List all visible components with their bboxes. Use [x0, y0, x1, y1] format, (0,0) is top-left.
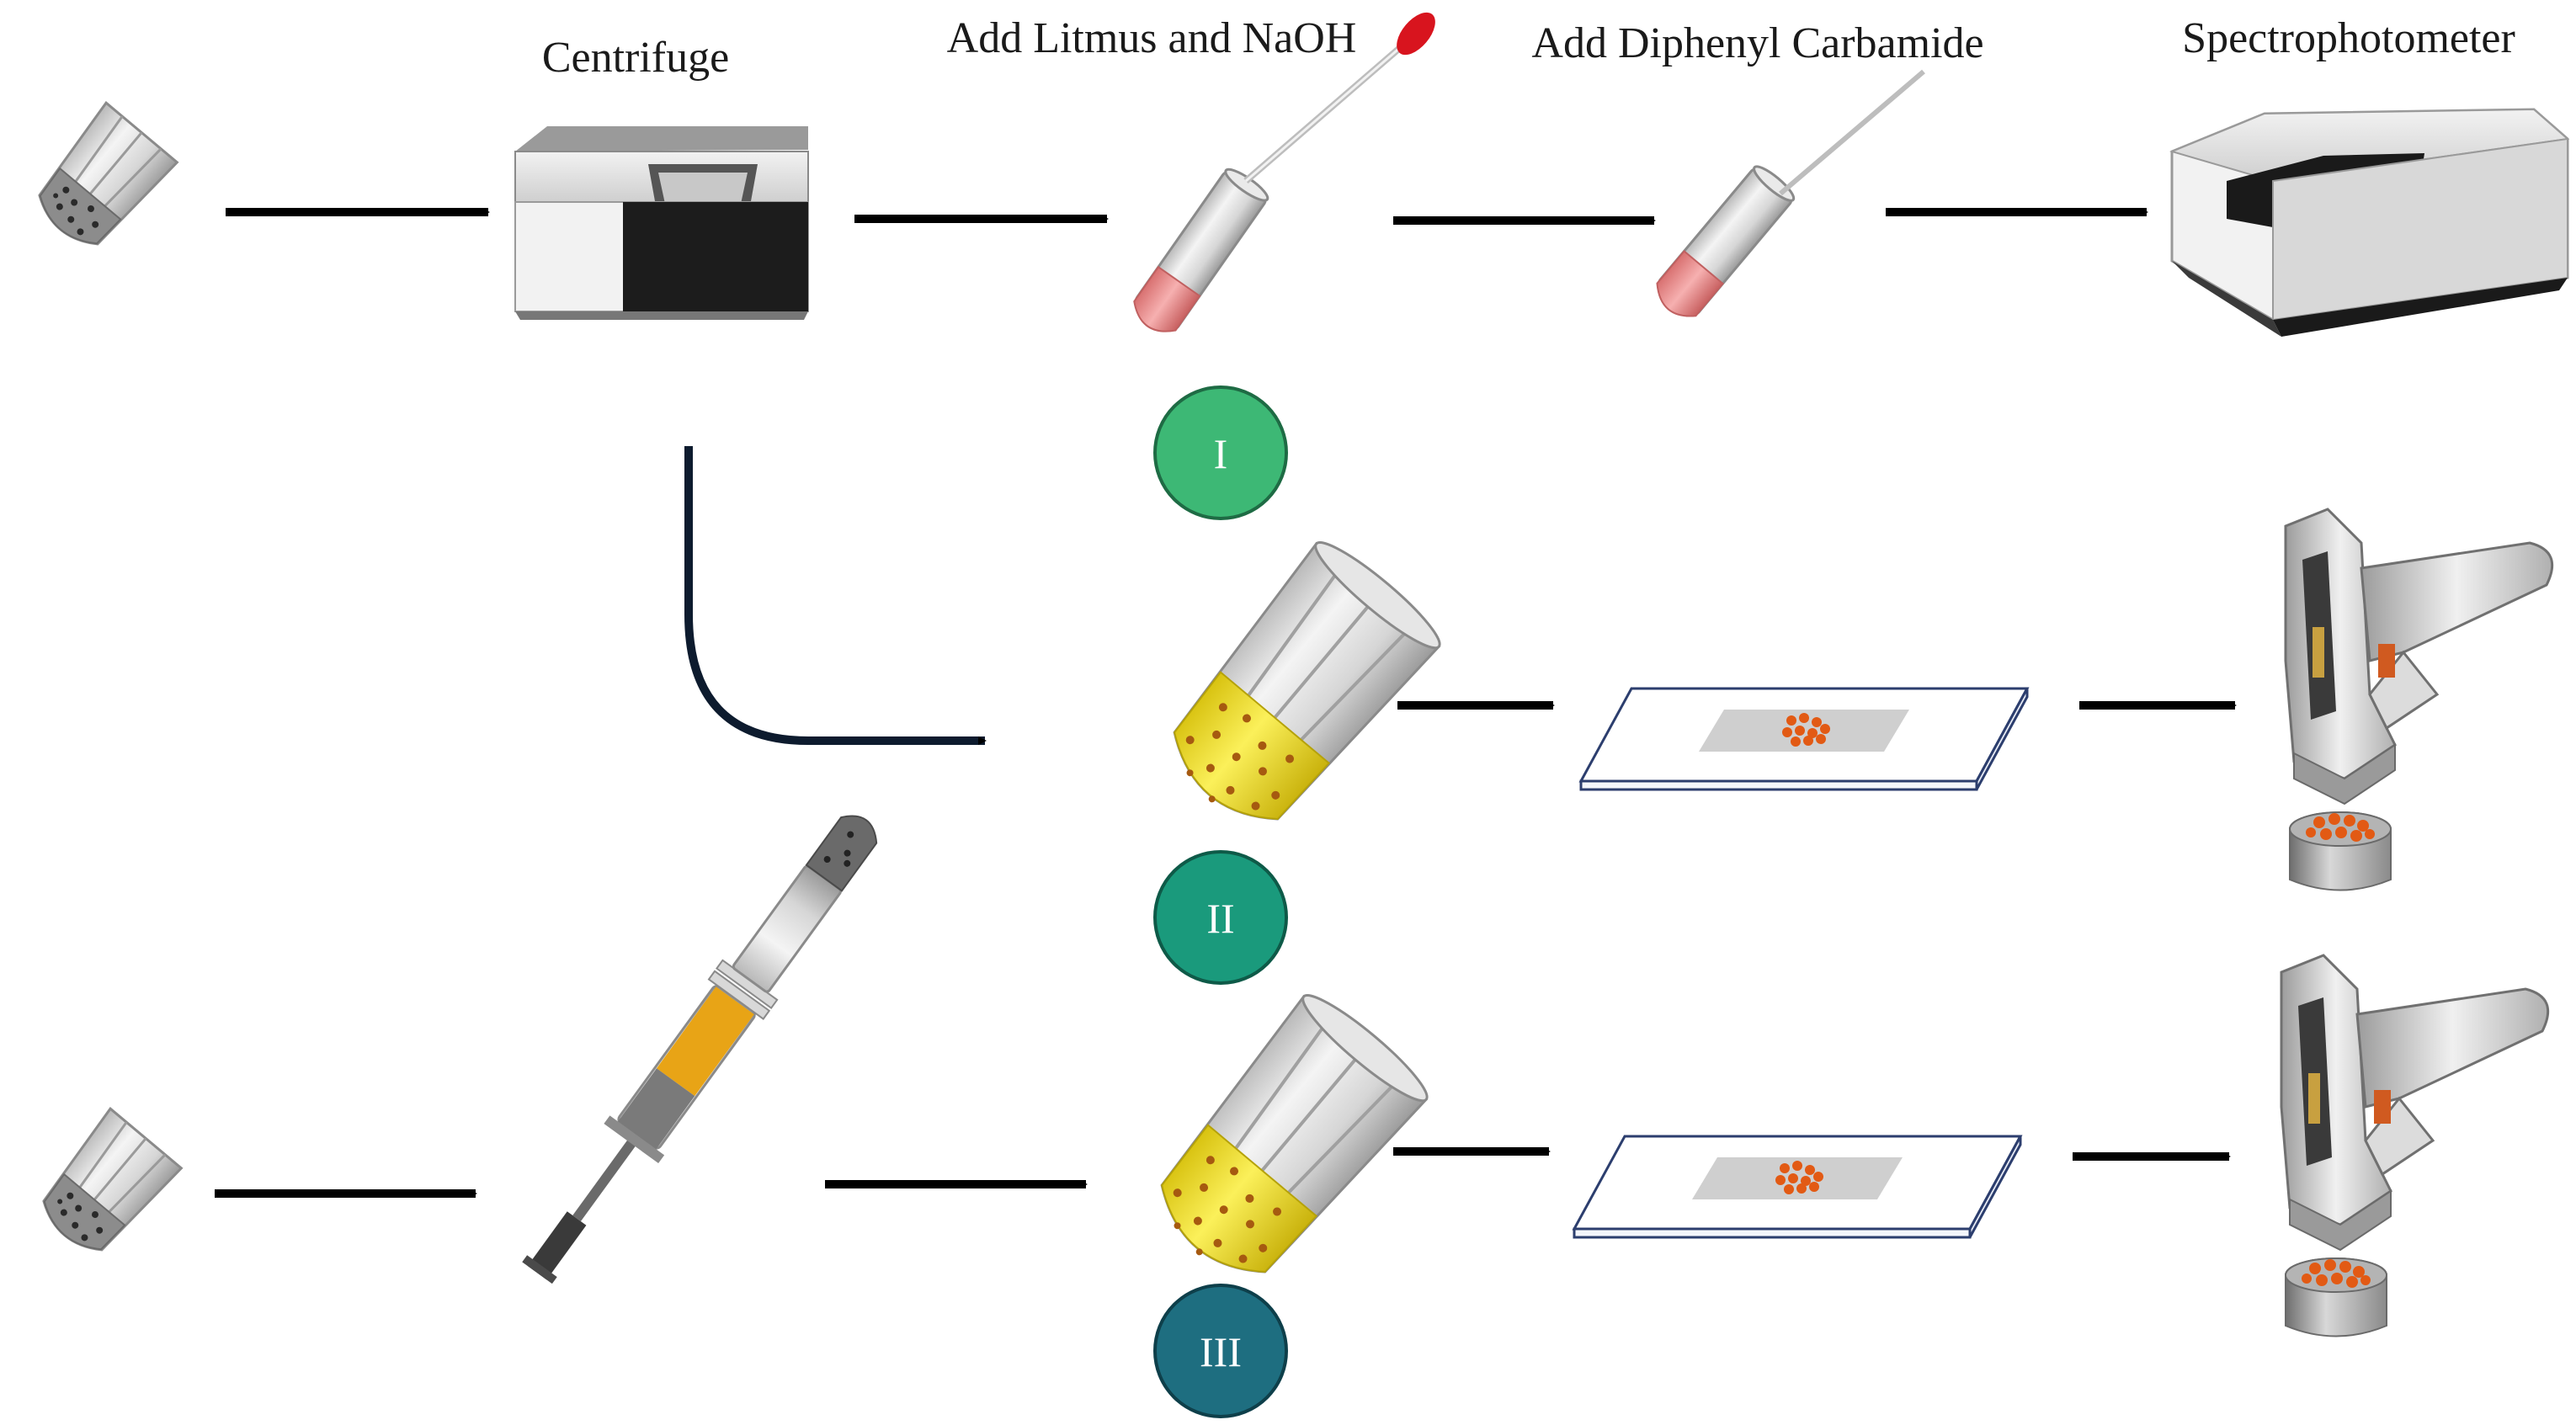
badge-circle [1153, 1284, 1288, 1418]
test-tube-dropper-icon [1133, 12, 1435, 332]
curved-arrow [684, 446, 987, 745]
method-badge-iii: III [1153, 1284, 1288, 1418]
xrf-analyzer-icon [2284, 508, 2554, 891]
spectrophotometer-icon [2169, 108, 2570, 337]
method-badge-ii: II [1153, 850, 1288, 985]
badge-numeral: I [1214, 430, 1228, 477]
test-tube-spatula-icon [1656, 69, 1925, 317]
method-badge-i: I [1153, 385, 1288, 520]
label-centrifuge: Centrifuge [542, 34, 729, 82]
filter-tip-icon [24, 101, 178, 261]
label-add-diphenyl: Add Diphenyl Carbamide [1531, 19, 1983, 67]
microscope-slide-icon [1579, 687, 2029, 791]
centrifuge-icon [514, 126, 809, 320]
filter-tip-icon [28, 1107, 183, 1267]
label-spectrophotometer: Spectrophotometer [2182, 14, 2515, 62]
badge-circle [1153, 850, 1288, 985]
xrf-analyzer-icon [2280, 954, 2550, 1337]
syringe-filter-icon [522, 815, 878, 1284]
filter-tip-yellow-icon [1131, 983, 1438, 1305]
label-add-litmus: Add Litmus and NaOH [947, 14, 1357, 62]
badge-numeral: II [1206, 895, 1234, 942]
microscope-slide-icon [1573, 1135, 2022, 1239]
dropper-bulb-icon [1397, 12, 1435, 56]
badge-circle [1153, 385, 1288, 520]
filter-tip-yellow-icon [1143, 530, 1450, 853]
badge-numeral: III [1200, 1328, 1242, 1375]
